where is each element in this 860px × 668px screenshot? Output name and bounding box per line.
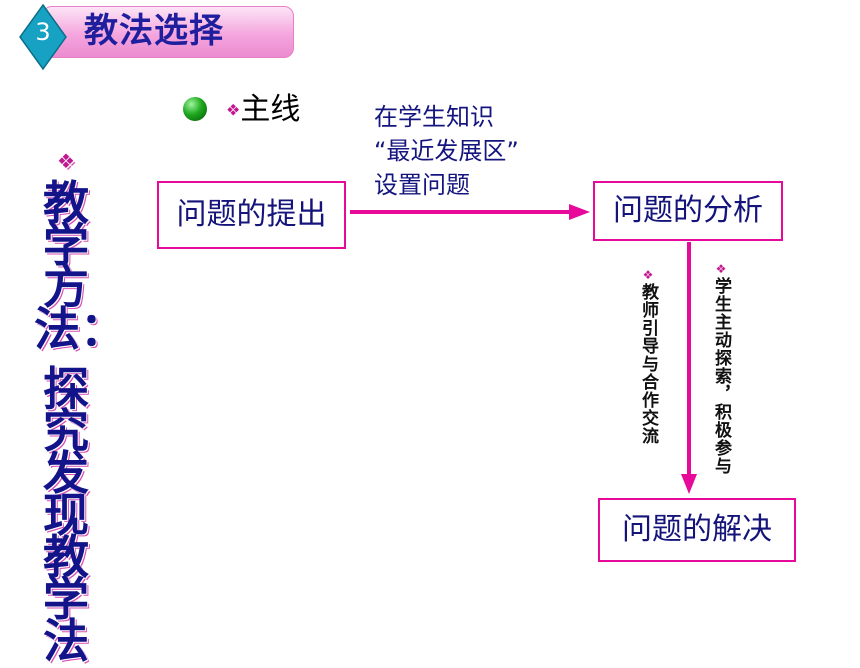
diamond-bullet-icon: ❖: [714, 262, 728, 277]
diamond-bullet-icon: ❖: [57, 149, 75, 173]
section-number: 3: [35, 18, 51, 46]
side-title-line1: 教学方法：: [34, 176, 126, 356]
main-line-text: 主线: [240, 92, 301, 127]
diamond-bullet-icon: ❖: [226, 100, 241, 120]
page-title: 教法选择: [84, 11, 224, 51]
diamond-bullet-icon: ❖: [641, 268, 655, 283]
annotation: 在学生知识 “最近发展区” 设置问题: [374, 100, 519, 202]
student-exploration-label: 学生主动探索，积极参与: [711, 277, 731, 475]
annotation-line3: 设置问题: [374, 171, 470, 199]
annotation-line2: “最近发展区”: [374, 137, 519, 165]
side-title-line2: 探究发现教学法: [43, 362, 89, 668]
title-bar: [42, 6, 294, 58]
arrow-raise-to-analyze: [350, 204, 590, 220]
box-problem-analysis: 问题的分析: [593, 181, 783, 241]
teacher-guidance-text: ❖教师引导与合作交流: [636, 268, 661, 445]
green-ball-icon: [183, 97, 207, 121]
box-problem-raise: 问题的提出: [157, 181, 346, 249]
arrow-analyze-to-solve: [681, 242, 697, 494]
teacher-guidance-label: 教师引导与合作交流: [638, 283, 658, 445]
box-problem-solution: 问题的解决: [598, 498, 796, 562]
side-title: ❖ 教学方法： 探究发现教学法: [34, 140, 126, 668]
student-exploration-text: ❖学生主动探索，积极参与: [709, 262, 734, 475]
number-badge-icon: [19, 3, 67, 71]
annotation-line1: 在学生知识: [374, 103, 494, 131]
main-line-label: ❖主线: [226, 90, 300, 131]
